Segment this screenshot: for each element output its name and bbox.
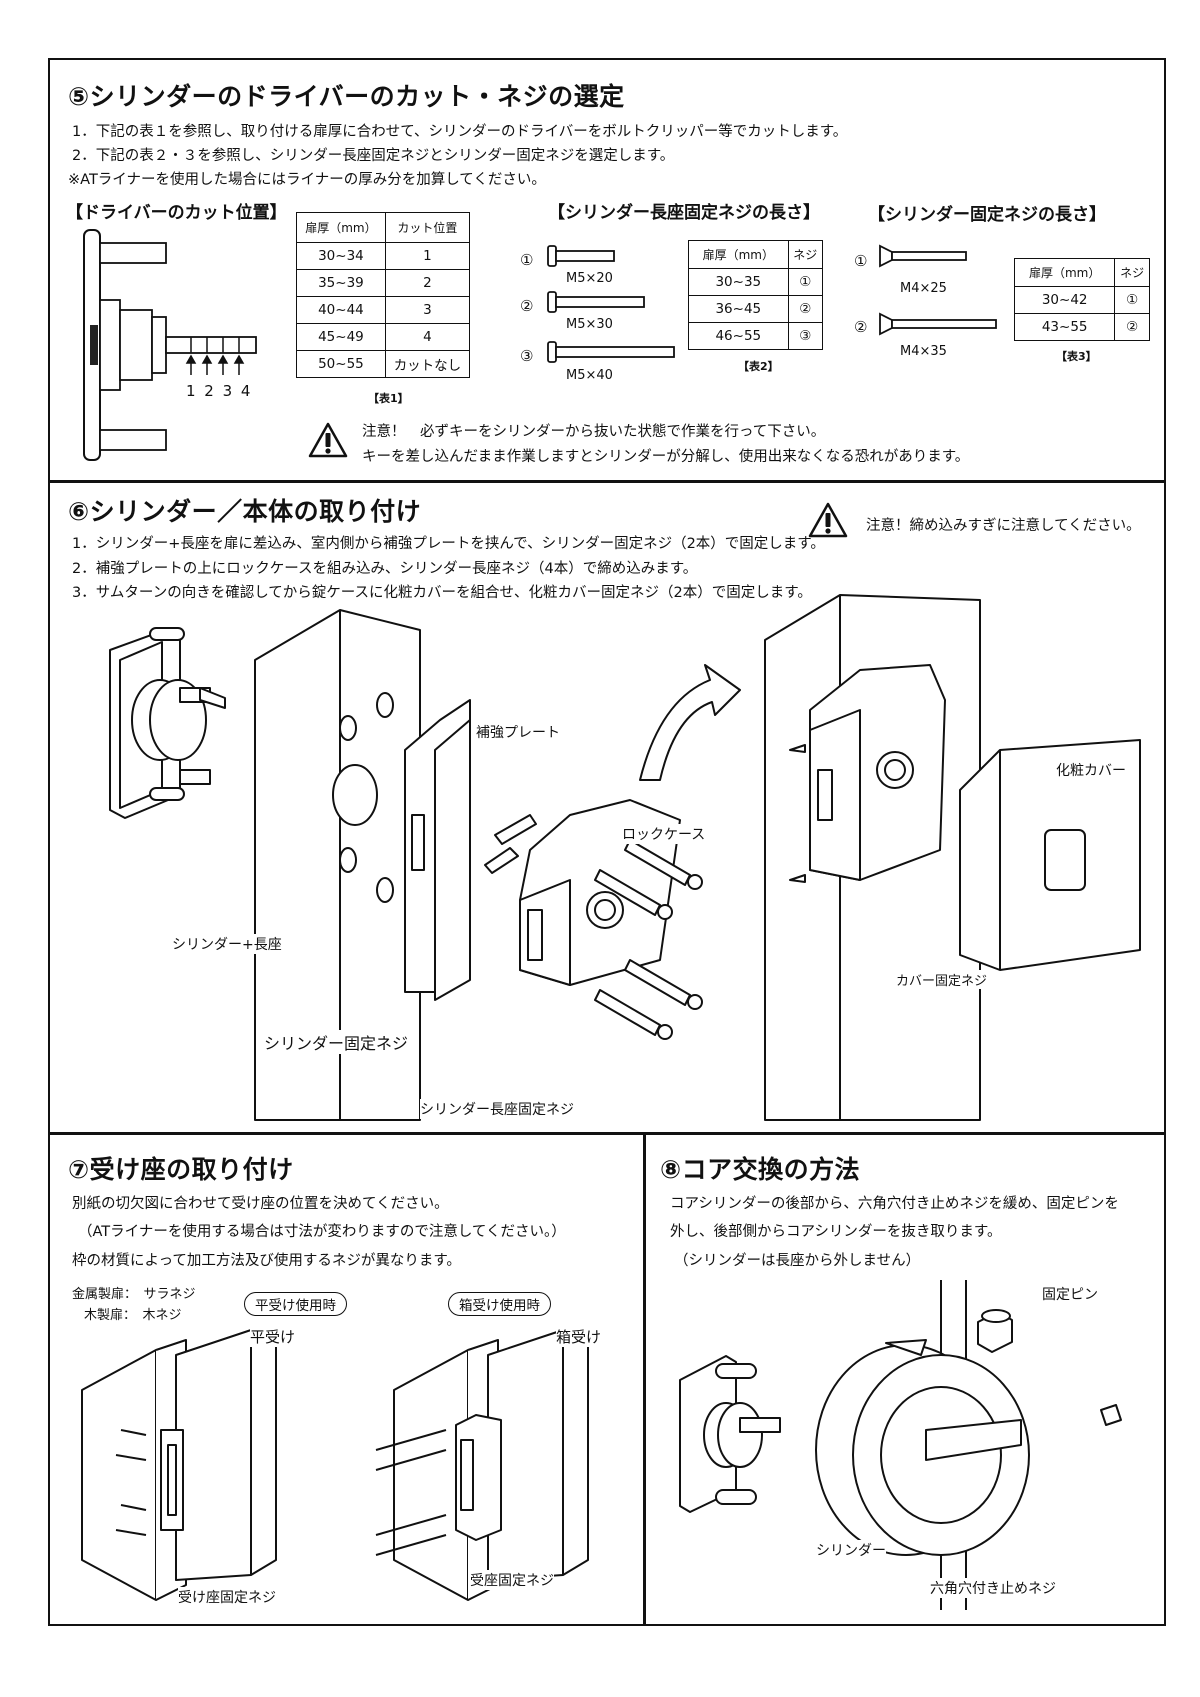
- callout-flat-strike: 平受け: [250, 1326, 296, 1347]
- callout-reinforcing-plate: 補強プレート: [476, 722, 560, 742]
- callout-cover: 化粧カバー: [1056, 760, 1126, 780]
- long-screw-label-2: M5×30: [566, 317, 613, 332]
- table1-cell: 30~34: [296, 242, 386, 270]
- section7-line3: 枠の材質によって加工方法及び使用するネジが異なります。: [72, 1253, 461, 1269]
- table2-cell: ③: [787, 322, 824, 350]
- divider-s6-s78: [48, 1132, 1166, 1135]
- section5-warning-2: キーを差し込んだまま作業しますとシリンダーが分解し、使用出来なくなる恐れがありま…: [362, 449, 970, 465]
- table1-cell: 35~39: [296, 269, 386, 297]
- long-screw-2-icon: [547, 291, 645, 313]
- section6-line2: 2．補強プレートの上にロックケースを組み込み、シリンダー長座ネジ（4本）で締め込…: [72, 561, 698, 577]
- callout-box-strike: 箱受け: [556, 1326, 602, 1347]
- box-strike-pill: 箱受け使用時: [448, 1292, 551, 1316]
- table2-cell: 46~55: [688, 322, 789, 350]
- callout-fixing-pin: 固定ピン: [1042, 1284, 1098, 1304]
- assembly-illustration: [109, 594, 1141, 1121]
- table2-cell: 30~35: [688, 268, 789, 296]
- table1-cell: カットなし: [384, 350, 471, 378]
- section5-line1: 1．下記の表１を参照し、取り付ける扉厚に合わせて、シリンダーのドライバーをボルト…: [72, 124, 848, 140]
- table3-caption: 【表3】: [1056, 350, 1097, 363]
- section8-title: ⑧コア交換の方法: [660, 1155, 861, 1184]
- cut-mark-numbers: 1 2 3 4: [186, 382, 253, 400]
- fix-screw-num-2: ②: [854, 318, 868, 336]
- table1-cell: 40~44: [296, 296, 386, 324]
- warning-icon: [308, 422, 348, 458]
- section7-line2: （ATライナーを使用する場合は寸法が変わりますので注意してください。）: [78, 1224, 566, 1240]
- section8-line2: 外し、後部側からコアシリンダーを抜き取ります。: [670, 1224, 1002, 1240]
- fix-screw-label-2: M4×35: [900, 344, 947, 359]
- table1-header: 扉厚（mm）: [296, 212, 386, 243]
- callout-cylinder-screw: シリンダー固定ネジ: [264, 1030, 409, 1054]
- table3-cell: 30~42: [1013, 286, 1116, 314]
- callout-hex-setscrew: 六角穴付き止めネジ: [930, 1578, 1056, 1598]
- section5-line2: 2．下記の表２・３を参照し、シリンダー長座固定ネジとシリンダー固定ネジを選定しま…: [72, 148, 675, 164]
- table1-cell: 4: [384, 323, 471, 351]
- long-screw-num-2: ②: [520, 297, 534, 315]
- callout-cylinder: シリンダー: [816, 1540, 886, 1560]
- fix-screw-heading: 【シリンダー固定ネジの長さ】: [868, 205, 1106, 225]
- section5-title: ⑤シリンダーのドライバーのカット・ネジの選定: [68, 82, 625, 111]
- table2-cell: ①: [787, 268, 824, 296]
- table1-cell: 1: [384, 242, 471, 270]
- table3-header: ネジ: [1114, 258, 1150, 287]
- table2-header: ネジ: [787, 240, 824, 269]
- divider-s7-s8: [643, 1132, 646, 1626]
- divider-s5-s6: [48, 480, 1166, 483]
- callout-flat-strike-screw: 受け座固定ネジ: [178, 1587, 276, 1607]
- section6-title: ⑥シリンダー／本体の取り付け: [68, 497, 422, 526]
- page-frame: [48, 58, 1166, 1626]
- section7-title: ⑦受け座の取り付け: [68, 1155, 294, 1184]
- table3-header: 扉厚（mm）: [1013, 258, 1116, 287]
- cut-position-heading: 【ドライバーのカット位置】: [66, 203, 287, 223]
- callout-long-screw: シリンダー長座固定ネジ: [420, 1099, 574, 1119]
- section7-line1: 別紙の切欠図に合わせて受け座の位置を決めてください。: [72, 1196, 449, 1212]
- table2-header: 扉厚（mm）: [688, 240, 789, 269]
- warning-icon: [808, 502, 848, 538]
- callout-lock-case: ロックケース: [622, 824, 706, 844]
- fix-screw-2-icon: [879, 312, 997, 336]
- wood-door-note: 木製扉： 木ネジ: [84, 1308, 182, 1323]
- metal-door-note: 金属製扉： サラネジ: [72, 1287, 196, 1302]
- table1-cell: 2: [384, 269, 471, 297]
- section8-line1: コアシリンダーの後部から、六角穴付き止めネジを緩め、固定ピンを: [670, 1196, 1119, 1212]
- table2-caption: 【表2】: [738, 360, 779, 373]
- table1-cell: 45~49: [296, 323, 386, 351]
- table3-cell: ①: [1114, 286, 1150, 314]
- table2-cell: ②: [787, 295, 824, 323]
- strike-illustration: [81, 1329, 589, 1601]
- long-screw-heading: 【シリンダー長座固定ネジの長さ】: [548, 203, 820, 223]
- long-screw-3-icon: [547, 341, 675, 363]
- table1-cell: 3: [384, 296, 471, 324]
- long-screw-label-1: M5×20: [566, 271, 613, 286]
- callout-cover-screw: カバー固定ネジ: [896, 970, 988, 989]
- section6-line3: 3．サムターンの向きを確認してから錠ケースに化粧カバーを組合せ、化粧カバー固定ネ…: [72, 585, 812, 601]
- fix-screw-label-1: M4×25: [900, 281, 947, 296]
- table3-cell: ②: [1114, 313, 1150, 341]
- core-exchange-illustration: [679, 1280, 1122, 1610]
- table1-caption: 【表1】: [368, 392, 409, 405]
- callout-box-strike-screw: 受座固定ネジ: [470, 1570, 554, 1590]
- fix-screw-1-icon: [879, 244, 967, 268]
- table1-header: カット位置: [384, 212, 471, 243]
- driver-cut-illustration: [83, 229, 257, 461]
- section5-warning-1: 注意！ 必ずキーをシリンダーから抜いた状態で作業を行って下さい。: [362, 424, 826, 440]
- long-screw-1-icon: [547, 245, 615, 267]
- callout-cylinder-base: シリンダー+長座: [172, 934, 282, 954]
- section8-line3: （シリンダーは長座から外しません）: [674, 1253, 921, 1269]
- long-screw-label-3: M5×40: [566, 368, 613, 383]
- table3-cell: 43~55: [1013, 313, 1116, 341]
- flat-strike-pill: 平受け使用時: [244, 1292, 347, 1316]
- section6-line1: 1．シリンダー+長座を扉に差込み、室内側から補強プレートを挟んで、シリンダー固定…: [72, 536, 825, 552]
- section6-warning: 注意！締め込みすぎに注意してください。: [866, 518, 1141, 534]
- fix-screw-num-1: ①: [854, 252, 868, 270]
- long-screw-num-1: ①: [520, 251, 534, 269]
- table2-cell: 36~45: [688, 295, 789, 323]
- table1-cell: 50~55: [296, 350, 386, 378]
- section5-line3: ※ATライナーを使用した場合にはライナーの厚み分を加算してください。: [68, 172, 546, 188]
- long-screw-num-3: ③: [520, 347, 534, 365]
